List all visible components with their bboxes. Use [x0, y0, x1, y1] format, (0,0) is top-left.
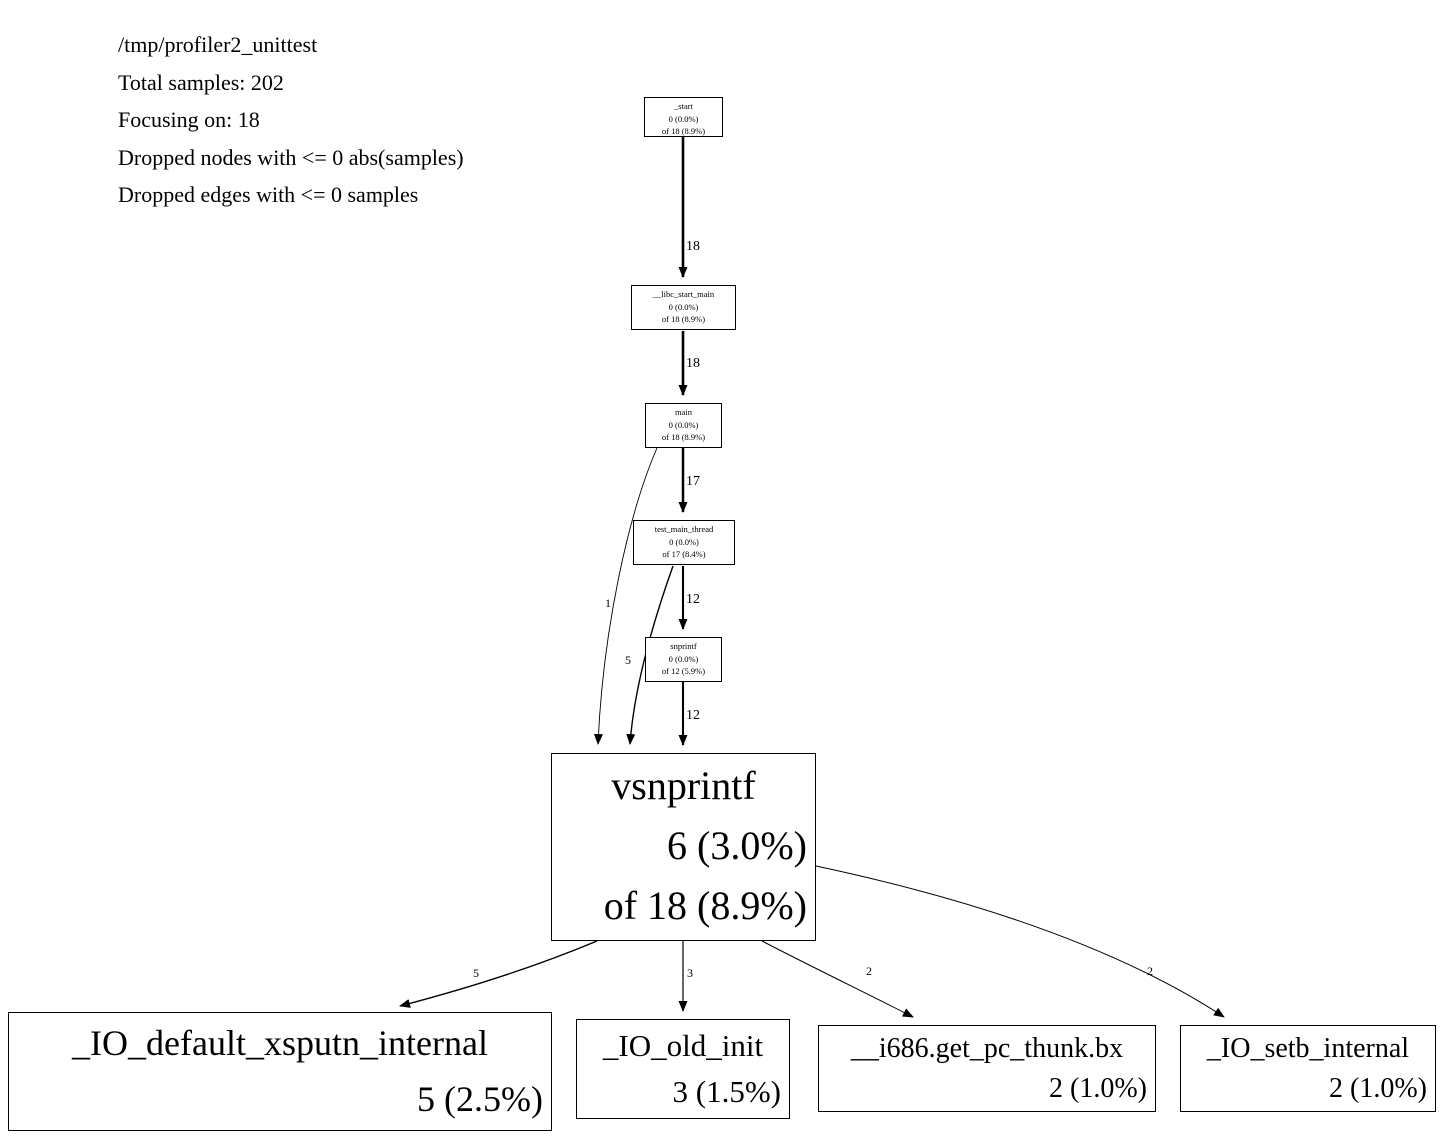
- node-oldinit-name: _IO_old_init: [602, 1028, 764, 1063]
- header-dropped-edges: Dropped edges with <= 0 samples: [118, 182, 419, 207]
- edge-label-snprintf-vsnprintf: 12: [686, 708, 700, 723]
- edge-label-test-vsnprintf: 5: [625, 653, 631, 667]
- node-io-old-init: _IO_old_init 3 (1.5%): [576, 1019, 790, 1119]
- edge-label-vsnprintf-xsputn: 5: [473, 966, 479, 980]
- node-snprintf-flat: 0 (0.0%): [668, 653, 699, 664]
- node-i686-get-pc-thunk: __i686.get_pc_thunk.bx 2 (1.0%): [818, 1025, 1156, 1112]
- header-dropped-nodes: Dropped nodes with <= 0 abs(samples): [118, 144, 464, 170]
- report-header: /tmp/profiler2_unittest Total samples: 2…: [118, 26, 464, 214]
- header-binary-path: /tmp/profiler2_unittest: [118, 32, 318, 57]
- edge-label-start-libc: 18: [686, 239, 700, 254]
- edge-label-libc-main: 18: [686, 356, 700, 371]
- node-setb-flat: 2 (1.0%): [1329, 1073, 1427, 1104]
- edge-vsnprintf-to-xsputn: [399, 940, 598, 1008]
- node-xsputn-name: _IO_default_xsputn_internal: [72, 1023, 488, 1063]
- node-snprintf: snprintf 0 (0.0%) of 12 (5.9%): [645, 637, 722, 682]
- node-snprintf-cum: of 12 (5.9%): [661, 666, 706, 676]
- node-test-cum: of 17 (8.4%): [662, 549, 706, 559]
- node-start-flat: 0 (0.0%): [668, 113, 699, 124]
- node-test-name: test_main_thread: [654, 524, 714, 534]
- node-io-default-xsputn-internal: _IO_default_xsputn_internal 5 (2.5%): [8, 1012, 552, 1131]
- node-vsnprintf-cum: of 18 (8.9%): [603, 883, 807, 928]
- edge-label-vsnprintf-i686: 2: [866, 964, 872, 978]
- node-libc-start-main: __libc_start_main 0 (0.0%) of 18 (8.9%): [631, 285, 736, 330]
- node-libc-cum: of 18 (8.9%): [661, 314, 706, 324]
- node-start-name: _start: [674, 101, 693, 111]
- edge-label-vsnprintf-old-init: 3: [687, 966, 693, 980]
- node-snprintf-name: snprintf: [670, 641, 697, 651]
- edge-label-test-snprintf: 12: [686, 592, 700, 607]
- node-setb-name: _IO_setb_internal: [1206, 1033, 1410, 1064]
- node-test-flat: 0 (0.0%): [669, 536, 699, 547]
- node-i686-name: __i686.get_pc_thunk.bx: [850, 1033, 1124, 1064]
- edge-vsnprintf-to-setb: [815, 865, 1225, 1018]
- node-main-cum: of 18 (8.9%): [661, 432, 706, 442]
- node-i686-flat: 2 (1.0%): [1049, 1073, 1147, 1104]
- header-total-samples: Total samples: 202: [118, 69, 284, 95]
- node-libc-name: __libc_start_main: [652, 289, 715, 299]
- node-start: _start 0 (0.0%) of 18 (8.9%): [644, 97, 723, 137]
- node-oldinit-flat: 3 (1.5%): [672, 1074, 781, 1109]
- node-test-main-thread: test_main_thread 0 (0.0%) of 17 (8.4%): [633, 520, 735, 565]
- node-io-setb-internal: _IO_setb_internal 2 (1.0%): [1180, 1025, 1436, 1112]
- header-focusing-on: Focusing on: 18: [118, 107, 260, 132]
- node-xsputn-flat: 5 (2.5%): [417, 1079, 543, 1119]
- node-libc-flat: 0 (0.0%): [668, 301, 699, 312]
- node-main-flat: 0 (0.0%): [668, 419, 699, 430]
- node-vsnprintf: vsnprintf 6 (3.0%) of 18 (8.9%): [551, 753, 816, 941]
- node-main-name: main: [675, 407, 692, 417]
- edge-label-vsnprintf-setb: 2: [1147, 964, 1153, 978]
- node-main: main 0 (0.0%) of 18 (8.9%): [645, 403, 722, 448]
- node-vsnprintf-flat: 6 (3.0%): [667, 823, 807, 868]
- edge-vsnprintf-to-i686: [761, 940, 914, 1018]
- edge-label-main-test: 17: [686, 474, 700, 489]
- edge-label-main-vsnprintf: 1: [605, 596, 611, 610]
- node-vsnprintf-name: vsnprintf: [611, 763, 756, 808]
- node-start-cum: of 18 (8.9%): [661, 126, 706, 136]
